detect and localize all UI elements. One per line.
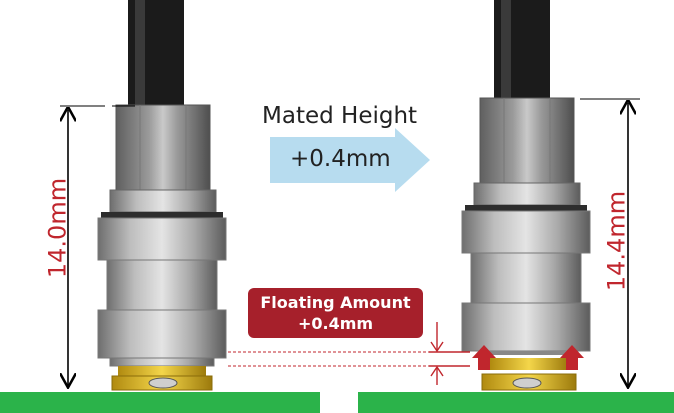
mated-height-value: +0.4mm	[290, 146, 391, 172]
mated-height-label: Mated Height	[262, 103, 418, 129]
dimension-line-right	[580, 98, 640, 386]
hex-nut-right	[479, 97, 575, 184]
connector-right	[461, 0, 591, 391]
dimension-line-left	[60, 105, 135, 386]
coupling-ring-right	[461, 210, 591, 254]
push-arrow-right-icon	[560, 345, 584, 370]
connector-left	[97, 0, 227, 391]
floating-amount-callout: Floating Amount +0.4mm	[248, 288, 423, 338]
gold-contact-right	[490, 358, 568, 370]
left-height-label: 14.0mm	[43, 177, 72, 279]
mated-height-arrow	[270, 128, 430, 192]
gold-contact-left	[118, 366, 206, 376]
right-height-label: 14.4mm	[602, 190, 631, 292]
floating-reference-lines	[228, 351, 470, 367]
floating-amount-value: +0.4mm	[297, 314, 374, 333]
pcb-board-right	[358, 392, 674, 413]
push-arrow-left-icon	[472, 345, 496, 370]
coupling-ring-left	[97, 217, 227, 261]
pcb-board-left	[0, 392, 320, 413]
floating-amount-title: Floating Amount	[260, 293, 411, 312]
hex-nut-left	[115, 104, 211, 191]
float-dimension-arrows	[429, 322, 470, 385]
